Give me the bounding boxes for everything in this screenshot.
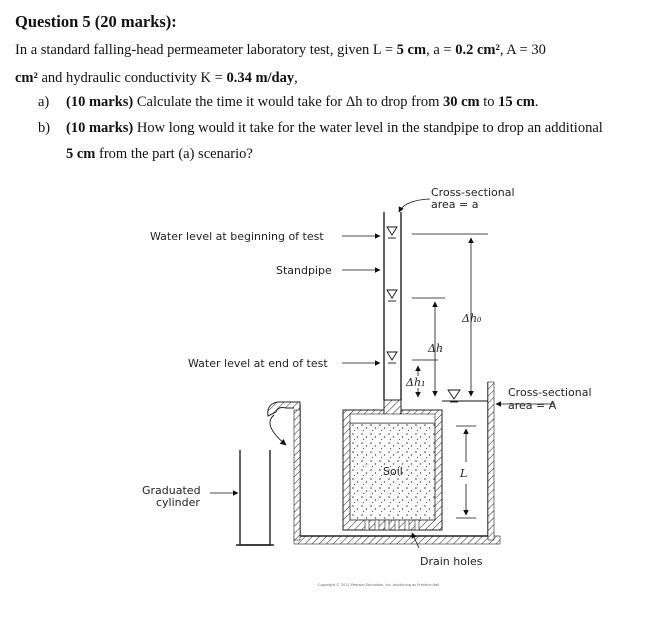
- label-water-begin: Water level at beginning of test: [150, 230, 324, 243]
- label-drain-holes: Drain holes: [420, 555, 483, 568]
- label-graduated-2: cylinder: [156, 496, 200, 509]
- label-cross-section-a-1: Cross-sectional: [431, 186, 515, 199]
- overflow-arrow: [269, 414, 287, 446]
- label-cross-section-A-1: Cross-sectional: [508, 386, 592, 399]
- label-cross-section-A-2: area = A: [508, 399, 557, 412]
- base-hatch: [293, 535, 501, 545]
- copyright-note: Copyright © 2011 Pearson Education, Inc.…: [318, 583, 439, 587]
- label-graduated-1: Graduated: [142, 484, 201, 497]
- overflow-spout: [267, 401, 301, 417]
- label-cross-section-a-2: area = a: [431, 198, 478, 211]
- level-markers: [386, 226, 461, 403]
- question-title: Question 5 (20 marks):: [15, 12, 177, 31]
- soil-sample: [349, 422, 436, 521]
- label-standpipe: Standpipe: [276, 264, 332, 277]
- outer-tank: [293, 381, 495, 541]
- intro-line-2: cm² and hydraulic conductivity K = 0.34 …: [15, 70, 298, 86]
- graduated-cylinder: [236, 450, 274, 546]
- label-soil: Soil: [383, 465, 403, 478]
- drain-holes: [364, 519, 420, 531]
- soil-cell: [342, 399, 443, 531]
- part-b: b)(10 marks) How long would it take for …: [38, 120, 603, 136]
- label-water-end: Water level at end of test: [188, 357, 328, 370]
- label-delta-h: Δh: [427, 342, 443, 355]
- part-a: a)(10 marks) Calculate the time it would…: [38, 94, 539, 110]
- intro-line-1: In a standard falling-head permeameter l…: [15, 42, 546, 58]
- label-delta-h1: Δh₁: [405, 376, 425, 389]
- label-L: L: [459, 467, 467, 480]
- part-b-continued: 5 cm from the part (a) scenario?: [66, 146, 253, 162]
- label-delta-h0: Δh₀: [461, 312, 482, 325]
- standpipe-tube: [383, 212, 402, 400]
